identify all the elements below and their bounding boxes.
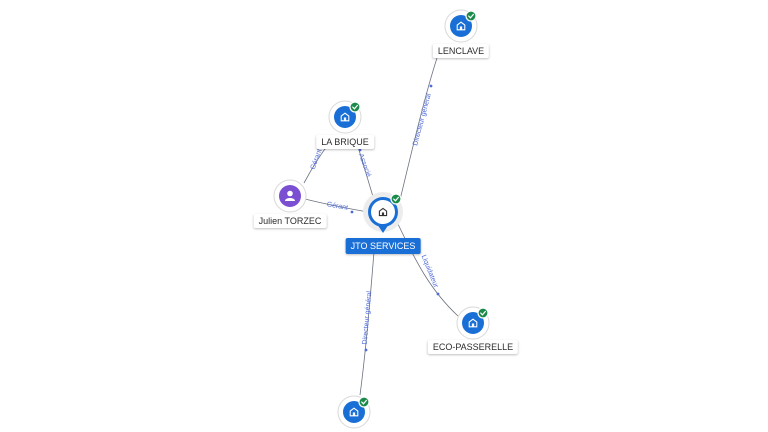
edge-arrow-julien-jto <box>350 210 354 214</box>
building-icon <box>456 21 466 31</box>
edge-label-jto-lenclave: Directeur général <box>412 92 433 146</box>
edge-arrow-jto-bottom <box>364 348 368 352</box>
verified-check-icon <box>349 101 361 113</box>
edge-label-jto-labrique: Associé <box>357 153 372 179</box>
edge-jto-eco <box>397 223 459 317</box>
node-lenclave[interactable] <box>444 9 478 43</box>
edge-julien-jto <box>304 198 369 213</box>
edge-arrow-jto-labrique <box>358 148 362 152</box>
verified-check-icon <box>465 10 477 22</box>
node-label-jto[interactable]: JTO SERVICES <box>345 238 421 254</box>
edge-label-julien-labrique: Gérant <box>310 148 324 171</box>
person-icon <box>285 190 295 201</box>
node-julien[interactable] <box>273 179 307 213</box>
building-icon <box>378 207 388 217</box>
building-icon <box>349 407 359 417</box>
node-label-lenclave[interactable]: LENCLAVE <box>432 44 490 58</box>
node-eco[interactable] <box>456 306 490 340</box>
node-label-julien[interactable]: Julien TORZEC <box>253 214 327 228</box>
node-bottom[interactable] <box>337 395 371 429</box>
edge-jto-bottom <box>359 251 375 396</box>
edge-arrow-jto-lenclave <box>429 84 433 88</box>
verified-check-icon <box>477 307 489 319</box>
building-icon <box>340 112 350 122</box>
edge-label-julien-jto: Gérant <box>326 201 348 212</box>
verified-check-icon <box>358 396 370 408</box>
building-icon <box>468 318 478 328</box>
edge-arrow-jto-eco <box>436 292 440 296</box>
verified-check-icon <box>390 193 402 205</box>
node-jto[interactable] <box>363 192 403 233</box>
node-label-eco[interactable]: ECO-PASSERELLE <box>427 340 519 354</box>
node-labrique[interactable] <box>328 100 362 134</box>
edge-jto-lenclave <box>399 57 438 201</box>
node-label-labrique[interactable]: LA BRIQUE <box>316 135 374 149</box>
edge-label-jto-bottom: Directeur général <box>362 290 374 345</box>
